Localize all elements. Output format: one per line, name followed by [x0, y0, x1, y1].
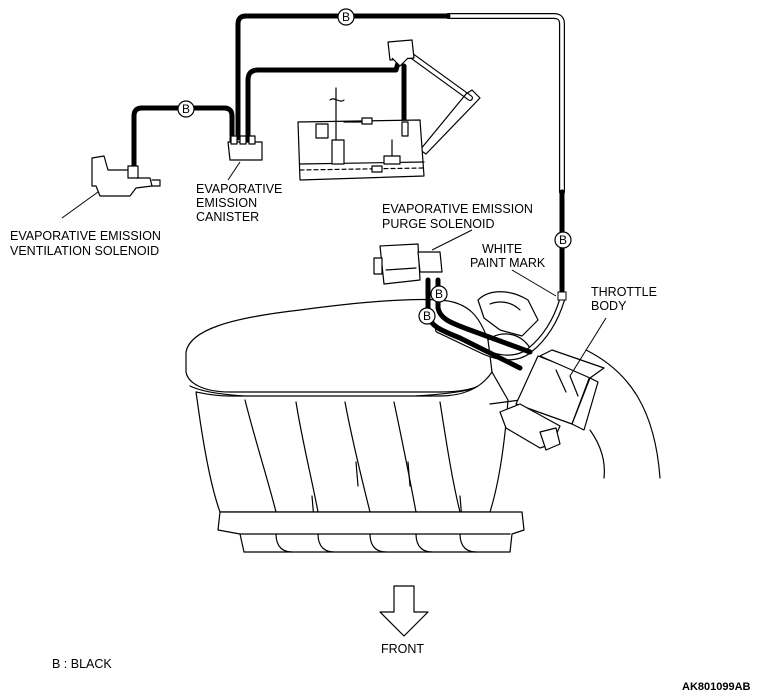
- tank-vent-valve: [387, 39, 415, 67]
- front-arrow: [379, 585, 429, 637]
- leader-paint-mark: [511, 269, 557, 297]
- leader-canister: [227, 161, 241, 181]
- hose-tag-top-label: B: [342, 10, 350, 24]
- legend-black: B : BLACK: [52, 657, 112, 671]
- white-paint-mark: [557, 291, 567, 301]
- hose-tag-top: B: [337, 8, 355, 26]
- figure-id: AK801099AB: [682, 681, 751, 693]
- leader-throttle: [569, 317, 607, 377]
- label-purge-line1: EVAPORATIVE EMISSION: [382, 202, 533, 216]
- hose-tag-purge-lower: B: [418, 307, 436, 325]
- label-front: FRONT: [381, 642, 424, 656]
- evap-canister: [227, 135, 263, 161]
- hose-black-purge-2: [435, 277, 533, 355]
- vacuum-hoses: [131, 13, 565, 371]
- label-paint-line2: PAINT MARK: [470, 256, 546, 270]
- hose-tag-purge-upper: B: [430, 285, 448, 303]
- fuel-tank: [297, 87, 425, 181]
- hose-tag-ventilation: B: [177, 100, 195, 118]
- label-canister-line1: EVAPORATIVE: [196, 182, 282, 196]
- ventilation-solenoid: [91, 155, 161, 197]
- label-purge-line2: PURGE SOLENOID: [382, 217, 495, 231]
- label-throttle-line2: BODY: [591, 299, 627, 313]
- label-canister-line3: CANISTER: [196, 210, 259, 224]
- hose-black-tank: [245, 53, 403, 145]
- hose-tag-ventilation-label: B: [182, 102, 190, 116]
- label-paint-line1: WHITE: [482, 242, 522, 256]
- hose-tag-right: B: [554, 231, 572, 249]
- hose-black-canister-top: [235, 13, 451, 141]
- leader-ventilation: [61, 191, 99, 219]
- label-ventilation-line2: VENTILATION SOLENOID: [10, 244, 159, 258]
- hose-tag-purge-lower-label: B: [423, 309, 431, 323]
- leader-purge: [431, 229, 473, 251]
- hose-white-top: [445, 13, 565, 195]
- hose-tag-purge-upper-label: B: [435, 287, 443, 301]
- throttle-body: [499, 349, 661, 479]
- label-canister-line2: EMISSION: [196, 196, 257, 210]
- intake-manifold: [185, 291, 539, 553]
- hose-tag-right-label: B: [559, 233, 567, 247]
- label-ventilation-line1: EVAPORATIVE EMISSION: [10, 229, 161, 243]
- purge-solenoid: [373, 243, 443, 285]
- label-throttle-line1: THROTTLE: [591, 285, 657, 299]
